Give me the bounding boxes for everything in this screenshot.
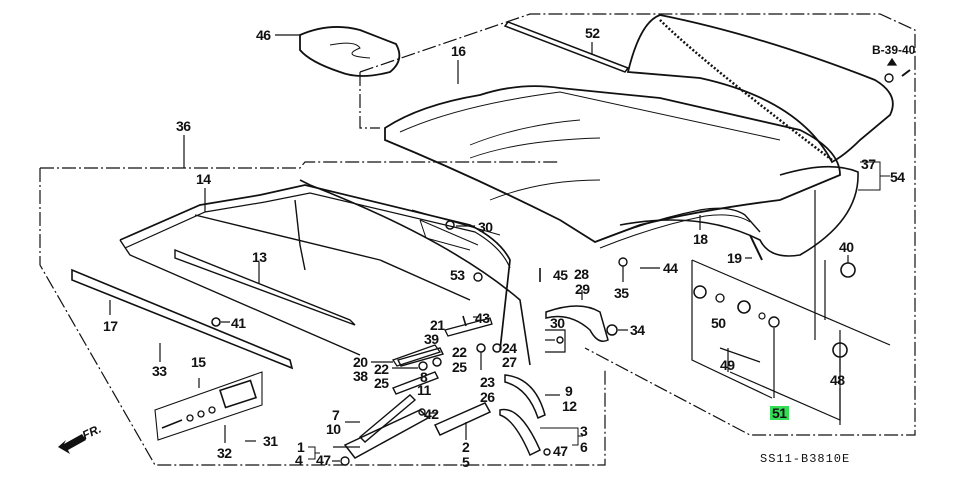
callout-40: 40 — [839, 239, 854, 255]
callout-19: 19 — [727, 250, 742, 266]
callout-15: 15 — [191, 354, 206, 370]
group-box-lower-right — [691, 259, 891, 421]
callout-45: 45 — [553, 267, 568, 283]
part-16-top — [384, 85, 841, 243]
part-11-plate — [392, 371, 439, 395]
group-box-top-left — [359, 72, 380, 129]
callout-30-bottom: 30 — [550, 315, 565, 331]
callout-54: 54 — [890, 169, 905, 185]
callout-26: 26 — [480, 389, 495, 405]
part-18-strip — [594, 207, 761, 243]
group-box-frame — [39, 161, 606, 466]
callout-14: 14 — [196, 171, 211, 187]
part-20-plate — [391, 344, 442, 367]
part-15-group — [154, 371, 263, 441]
callout-23: 23 — [480, 374, 495, 390]
callout-32: 32 — [217, 445, 232, 461]
part-8-plate — [396, 347, 445, 367]
part-1-molding — [343, 409, 430, 459]
callout-5: 5 — [462, 454, 470, 470]
callout-34: 34 — [630, 322, 645, 338]
part-13-bar — [174, 248, 356, 326]
callout-47-left: 47 — [316, 452, 331, 468]
part-2-molding — [433, 402, 492, 436]
callout-48: 48 — [830, 372, 845, 388]
part-46-cover — [299, 26, 401, 77]
diagram-code: SS11-B3810E — [760, 452, 851, 466]
callout-44: 44 — [663, 260, 678, 276]
callout-3: 3 — [580, 423, 588, 439]
callout-22-left: 22 — [374, 361, 389, 377]
callout-4: 4 — [295, 452, 303, 468]
callout-53: 53 — [450, 267, 465, 283]
callout-22-right: 22 — [452, 344, 467, 360]
callout-41: 41 — [231, 315, 246, 331]
callout-47-right: 47 — [553, 443, 568, 459]
callout-6: 6 — [580, 439, 588, 455]
callout-18: 18 — [693, 231, 708, 247]
callout-12: 12 — [562, 398, 577, 414]
callout-20: 20 — [353, 354, 368, 370]
callout-42: 42 — [424, 406, 439, 422]
callout-17: 17 — [103, 318, 118, 334]
callout-30-top: 30 — [478, 219, 493, 235]
callout-25-right: 25 — [452, 359, 467, 375]
callout-10: 10 — [326, 421, 341, 437]
part-48-plug — [832, 342, 848, 358]
callout-36: 36 — [176, 118, 191, 134]
callout-11: 11 — [417, 382, 431, 398]
part-rear-frame — [626, 14, 894, 164]
part-52-strip — [503, 21, 630, 73]
callout-28: 28 — [574, 266, 589, 282]
callout-1: 1 — [297, 439, 305, 455]
callout-37: 37 — [861, 156, 876, 172]
callout-50: 50 — [711, 315, 726, 331]
callout-9: 9 — [565, 383, 573, 399]
callout-49: 49 — [720, 357, 735, 373]
callout-7: 7 — [332, 407, 340, 423]
part-17-header — [71, 268, 294, 370]
part-9-molding — [504, 374, 546, 420]
callout-16: 16 — [451, 43, 466, 59]
callout-51-highlighted[interactable]: 51 — [770, 405, 789, 421]
callout-27: 27 — [502, 354, 517, 370]
callout-33: 33 — [152, 363, 167, 379]
part-14-frame — [119, 184, 511, 351]
callout-39: 39 — [424, 331, 439, 347]
front-direction-arrow — [58, 434, 86, 454]
callout-2: 2 — [462, 439, 470, 455]
callout-38: 38 — [353, 368, 368, 384]
part-40-grommet — [840, 262, 856, 278]
callout-29: 29 — [575, 281, 590, 297]
reference-label: B-39-40 — [872, 43, 916, 57]
callout-43: 43 — [475, 310, 490, 326]
callout-25-left: 25 — [374, 375, 389, 391]
part-54-panel — [619, 165, 859, 257]
callout-8: 8 — [420, 369, 428, 385]
callout-31: 31 — [263, 433, 278, 449]
callout-46: 46 — [256, 27, 271, 43]
callout-35: 35 — [614, 285, 629, 301]
part-7-plate — [358, 394, 417, 443]
group-box-top — [359, 13, 916, 436]
callout-24: 24 — [502, 340, 517, 356]
callout-21: 21 — [430, 317, 445, 333]
part-21-plate — [444, 317, 493, 337]
callout-52: 52 — [585, 25, 600, 41]
part-3-molding — [499, 408, 541, 457]
callout-13: 13 — [252, 249, 267, 265]
